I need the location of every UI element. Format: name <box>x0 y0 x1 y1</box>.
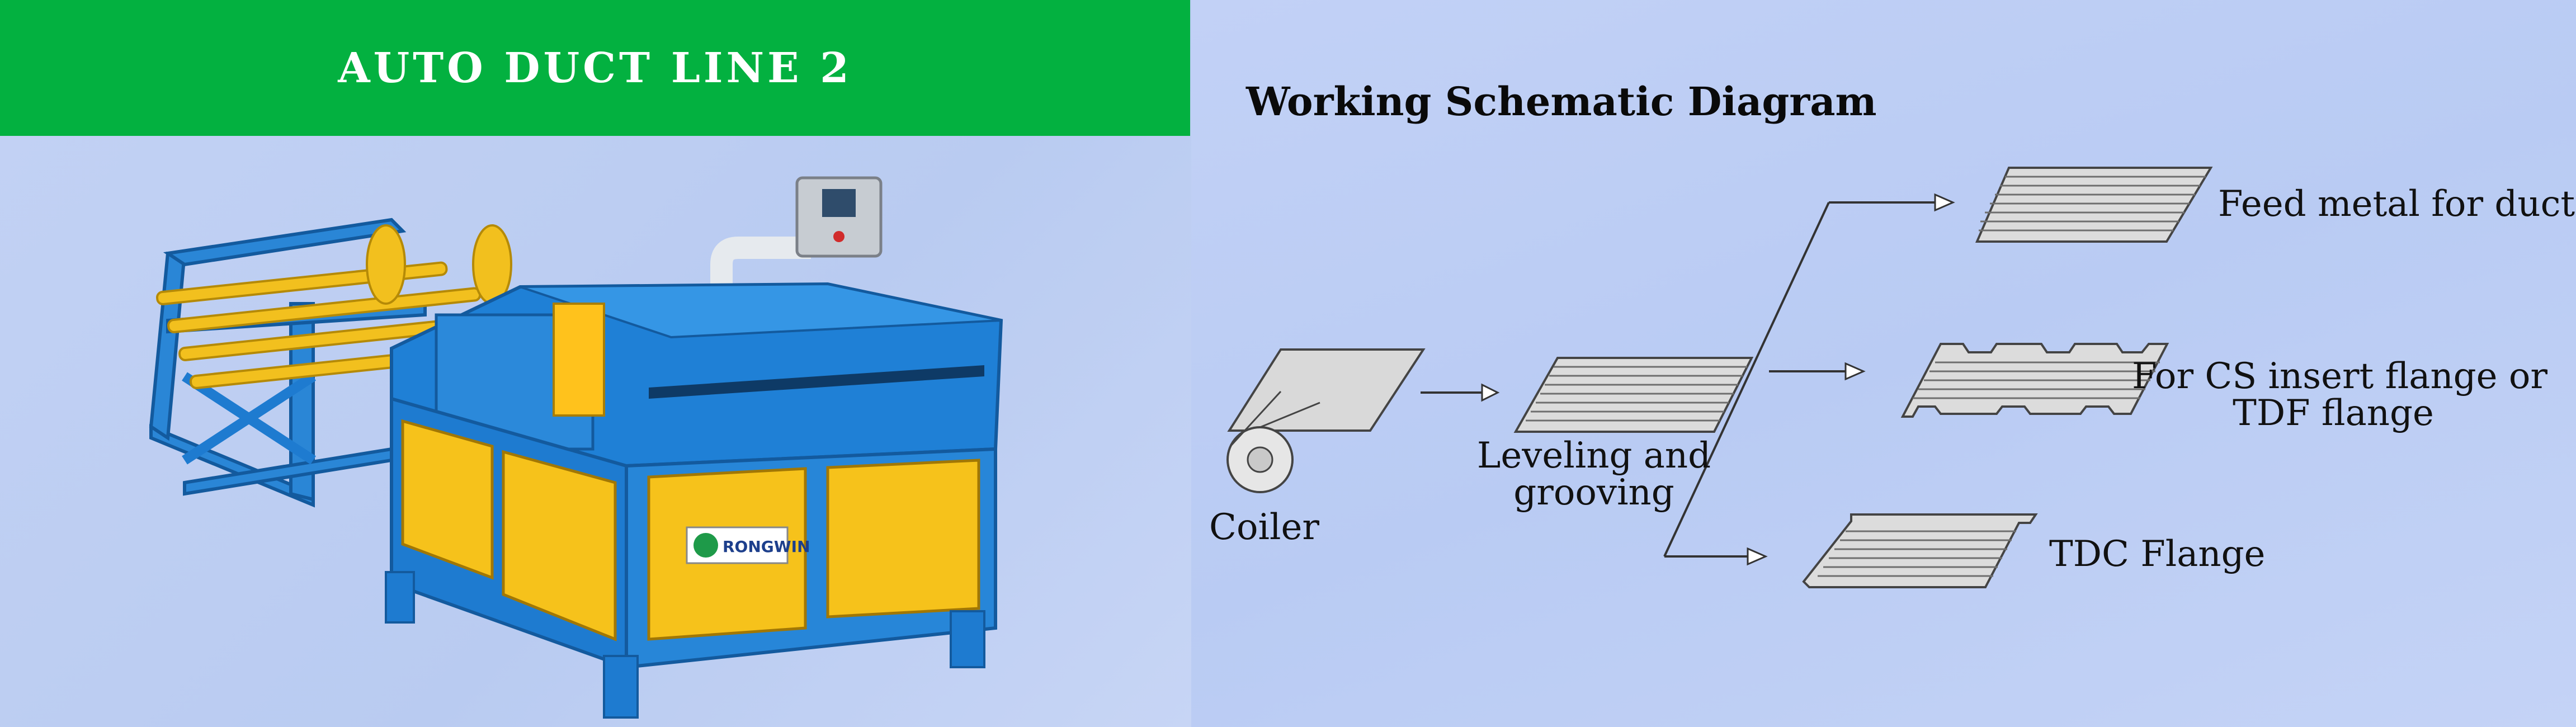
banner-title: AUTO DUCT LINE 2 <box>338 44 852 92</box>
branch-connector <box>1663 201 1935 558</box>
coiler-label: Coiler <box>1209 507 1319 548</box>
rongwin-logo: RONGWIN <box>686 526 810 564</box>
coiler-icon <box>1226 348 1426 493</box>
feed-metal-label: Feed metal for duct <box>2218 183 2575 225</box>
cs-flange-sheet-icon <box>1900 343 2169 418</box>
decoiler-rollers <box>155 224 512 389</box>
duct-line-machine-illustration: RONGWIN <box>149 176 1003 719</box>
cs-flange-label-line2: TDF flange <box>2233 393 2434 434</box>
tdc-flange-sheet-icon <box>1802 513 2038 588</box>
tdc-flange-label: TDC Flange <box>2049 534 2266 575</box>
leveling-grooving-label: Leveling and grooving <box>1476 437 1711 511</box>
decoiler-frame <box>149 218 427 508</box>
diagram-background <box>1191 0 2576 727</box>
main-machine-body <box>385 282 1003 719</box>
cs-flange-label-line1: For CS insert flange or <box>2132 356 2547 397</box>
cs-flange-label: For CS insert flange or TDF flange <box>2132 356 2547 434</box>
control-panel-arm <box>710 176 883 287</box>
feed-metal-sheet-icon <box>1975 167 2213 243</box>
arrow-coiler-to-leveling <box>1421 383 1500 402</box>
leveled-sheet-icon <box>1513 357 1754 433</box>
svg-text:RONGWIN: RONGWIN <box>723 537 810 556</box>
diagram-title: Working Schematic Diagram <box>1246 78 1877 125</box>
schematic-diagram <box>1226 167 2213 588</box>
title-banner: AUTO DUCT LINE 2 <box>0 0 1190 136</box>
leveling-label-line1: Leveling and <box>1476 435 1711 476</box>
branch-arrowheads <box>1747 193 1955 566</box>
leveling-label-line2: grooving <box>1513 472 1674 513</box>
